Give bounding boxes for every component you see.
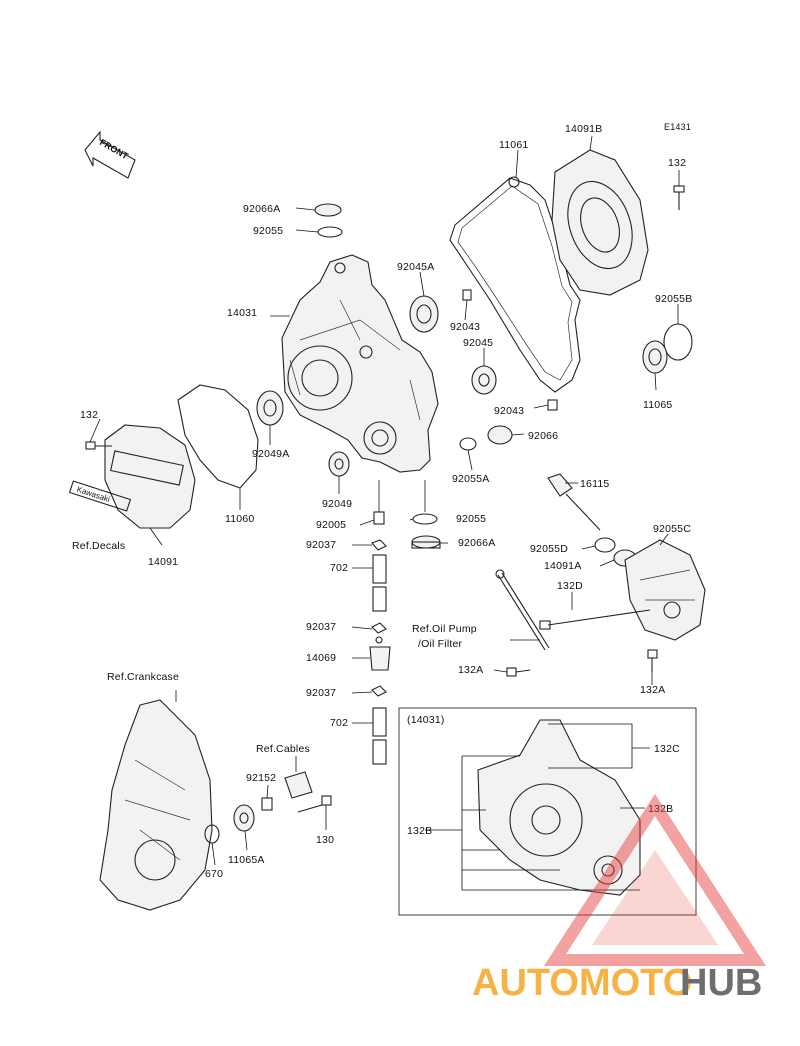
label-11065: 11065 — [643, 399, 672, 411]
fitting-92152 — [261, 797, 273, 811]
cap-92066 — [487, 425, 513, 445]
crankcase-ref — [99, 699, 213, 911]
seal-11065 — [642, 340, 668, 374]
label-92049: 92049 — [322, 498, 352, 510]
inset-title: (14031) — [407, 714, 445, 726]
pipe-stack — [369, 539, 391, 765]
label-14091: 14091 — [148, 556, 178, 568]
label-92037-b: 92037 — [306, 621, 336, 633]
label-92055D: 92055D — [530, 543, 568, 555]
label-92066A-mid: 92066A — [458, 537, 495, 549]
front-label: FRONT — [98, 137, 130, 161]
label-702-b: 702 — [330, 717, 348, 729]
label-92055B: 92055B — [655, 293, 692, 305]
bolt-132-top — [673, 185, 685, 210]
label-670: 670 — [205, 868, 223, 880]
bolt-132D — [547, 609, 651, 626]
label-14069: 14069 — [306, 652, 336, 664]
oring-92055B — [663, 323, 693, 361]
label-ref-crankcase: Ref.Crankcase — [107, 671, 179, 683]
label-92037-c: 92037 — [306, 687, 336, 699]
label-ref-decals: Ref.Decals — [72, 540, 125, 552]
diagram-code: E1431 — [664, 122, 691, 132]
label-92152: 92152 — [246, 772, 276, 784]
engine-cover-14031 — [281, 254, 439, 473]
label-ref-oil-filter: /Oil Filter — [418, 638, 463, 650]
watermark-text-automoto: AUTOMOTO — [472, 962, 692, 1004]
label-92055-top: 92055 — [253, 225, 283, 237]
label-92055A: 92055A — [452, 473, 489, 485]
label-ref-cables: Ref.Cables — [256, 743, 310, 755]
label-132-left: 132 — [80, 409, 98, 421]
label-130: 130 — [316, 834, 334, 846]
dipstick-16115 — [547, 473, 601, 531]
seal-11065A — [233, 804, 255, 832]
label-132-top: 132 — [668, 157, 686, 169]
label-132A-right: 132A — [640, 684, 665, 696]
label-702-a: 702 — [330, 562, 348, 574]
label-92049A: 92049A — [252, 448, 289, 460]
oil-pipe — [495, 569, 550, 651]
label-92055C: 92055C — [653, 523, 691, 535]
cable-bracket — [284, 771, 313, 799]
label-132B-right: 132B — [648, 803, 673, 815]
leader-lines — [89, 135, 680, 866]
label-92037-a: 92037 — [306, 539, 336, 551]
oil-filter-cover — [624, 539, 706, 641]
seal-92049 — [328, 451, 350, 477]
label-11065A: 11065A — [228, 854, 265, 866]
cap-92066A-mid — [411, 535, 441, 549]
watermark-text-hub: HUB — [680, 962, 762, 1004]
inset-box: (14031) — [398, 707, 697, 916]
label-92055-mid: 92055 — [456, 513, 486, 525]
label-132B-left: 132B — [407, 825, 432, 837]
label-92043-b: 92043 — [494, 405, 524, 417]
oring-92055A — [459, 437, 477, 451]
seal-92049A — [256, 390, 284, 426]
cap-92066A-top — [314, 203, 342, 217]
pin-92043-a — [462, 289, 472, 301]
label-132A-left: 132A — [458, 664, 483, 676]
oring-92055D — [594, 537, 616, 553]
oring-92055-mid — [412, 513, 438, 525]
label-92066: 92066 — [528, 430, 558, 442]
cover-14091B — [551, 149, 649, 296]
oring-92055-top — [317, 226, 343, 238]
label-14091B: 14091B — [565, 123, 602, 135]
label-92005: 92005 — [316, 519, 346, 531]
label-11061: 11061 — [499, 139, 528, 151]
bolt-130 — [297, 795, 332, 813]
label-14031: 14031 — [227, 307, 257, 319]
clutch-cover-14091 — [104, 424, 196, 529]
label-132D: 132D — [557, 580, 583, 592]
label-ref-oil-pump: Ref.Oil Pump — [412, 623, 477, 635]
label-92066A-top: 92066A — [243, 203, 280, 215]
label-11060: 11060 — [225, 513, 254, 525]
pin-92043-b — [547, 399, 558, 411]
label-92043-a: 92043 — [450, 321, 480, 333]
fitting-92005 — [373, 511, 385, 525]
label-16115: 16115 — [580, 478, 609, 490]
bearing-92045 — [471, 365, 497, 395]
bolt-132A-right — [647, 649, 658, 672]
label-92045A: 92045A — [397, 261, 434, 273]
label-92045: 92045 — [463, 337, 493, 349]
bearing-92045A — [409, 295, 439, 333]
label-14091A: 14091A — [544, 560, 581, 572]
label-132C: 132C — [654, 743, 680, 755]
front-arrow-icon: FRONT — [84, 130, 136, 179]
watermark-logo: AUTOMOTO HUB — [472, 793, 767, 1004]
gasket-11060 — [177, 384, 259, 489]
gasket-11061 — [449, 176, 581, 393]
bolt-132A-left — [506, 667, 531, 677]
bolt-132-left — [85, 441, 112, 450]
